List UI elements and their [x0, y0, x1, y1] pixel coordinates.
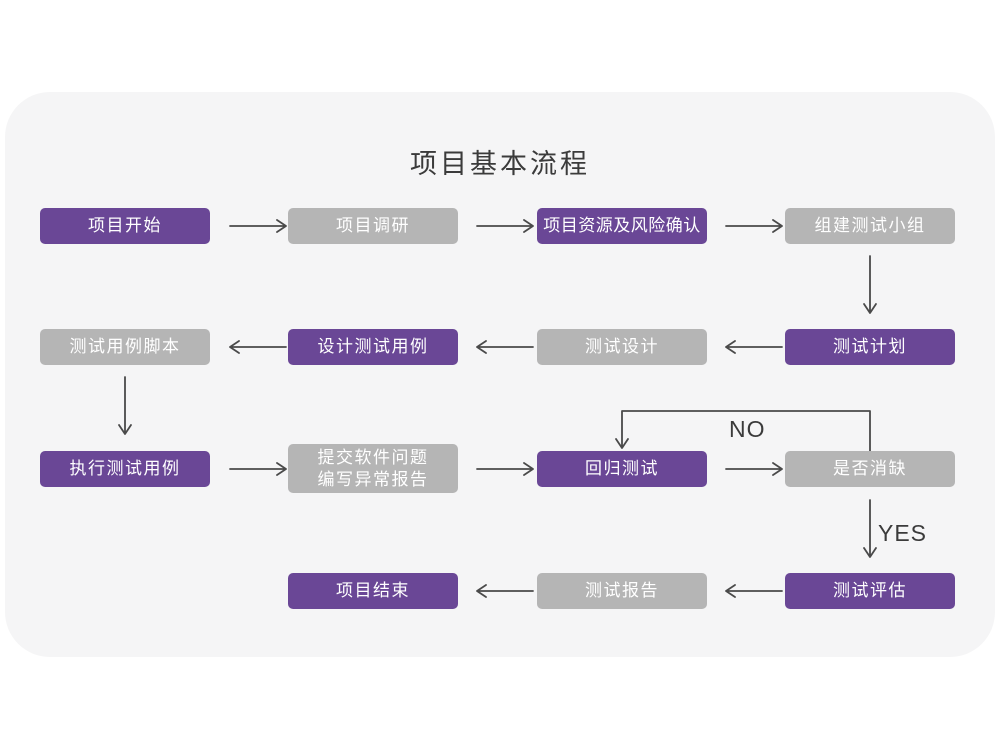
yes-branch-label: YES: [878, 520, 928, 546]
node-regression-test: 回归测试: [537, 451, 707, 487]
node-test-case-script: 测试用例脚本: [40, 329, 210, 365]
node-resources-risk-confirm: 项目资源及风险确认: [537, 208, 707, 244]
flowchart-card: [5, 92, 995, 657]
page-title: 项目基本流程: [410, 149, 590, 179]
node-test-plan: 测试计划: [785, 329, 955, 365]
node-submit-issue-report: 提交软件问题 编写异常报告: [288, 444, 458, 493]
node-project-start: 项目开始: [40, 208, 210, 244]
node-design-test-cases: 设计测试用例: [288, 329, 458, 365]
no-branch-label: NO: [729, 416, 766, 442]
node-defect-cleared: 是否消缺: [785, 451, 955, 487]
node-test-report: 测试报告: [537, 573, 707, 609]
node-project-research: 项目调研: [288, 208, 458, 244]
node-build-test-team: 组建测试小组: [785, 208, 955, 244]
node-project-end: 项目结束: [288, 573, 458, 609]
node-execute-test-cases: 执行测试用例: [40, 451, 210, 487]
node-test-evaluation: 测试评估: [785, 573, 955, 609]
node-test-design: 测试设计: [537, 329, 707, 365]
